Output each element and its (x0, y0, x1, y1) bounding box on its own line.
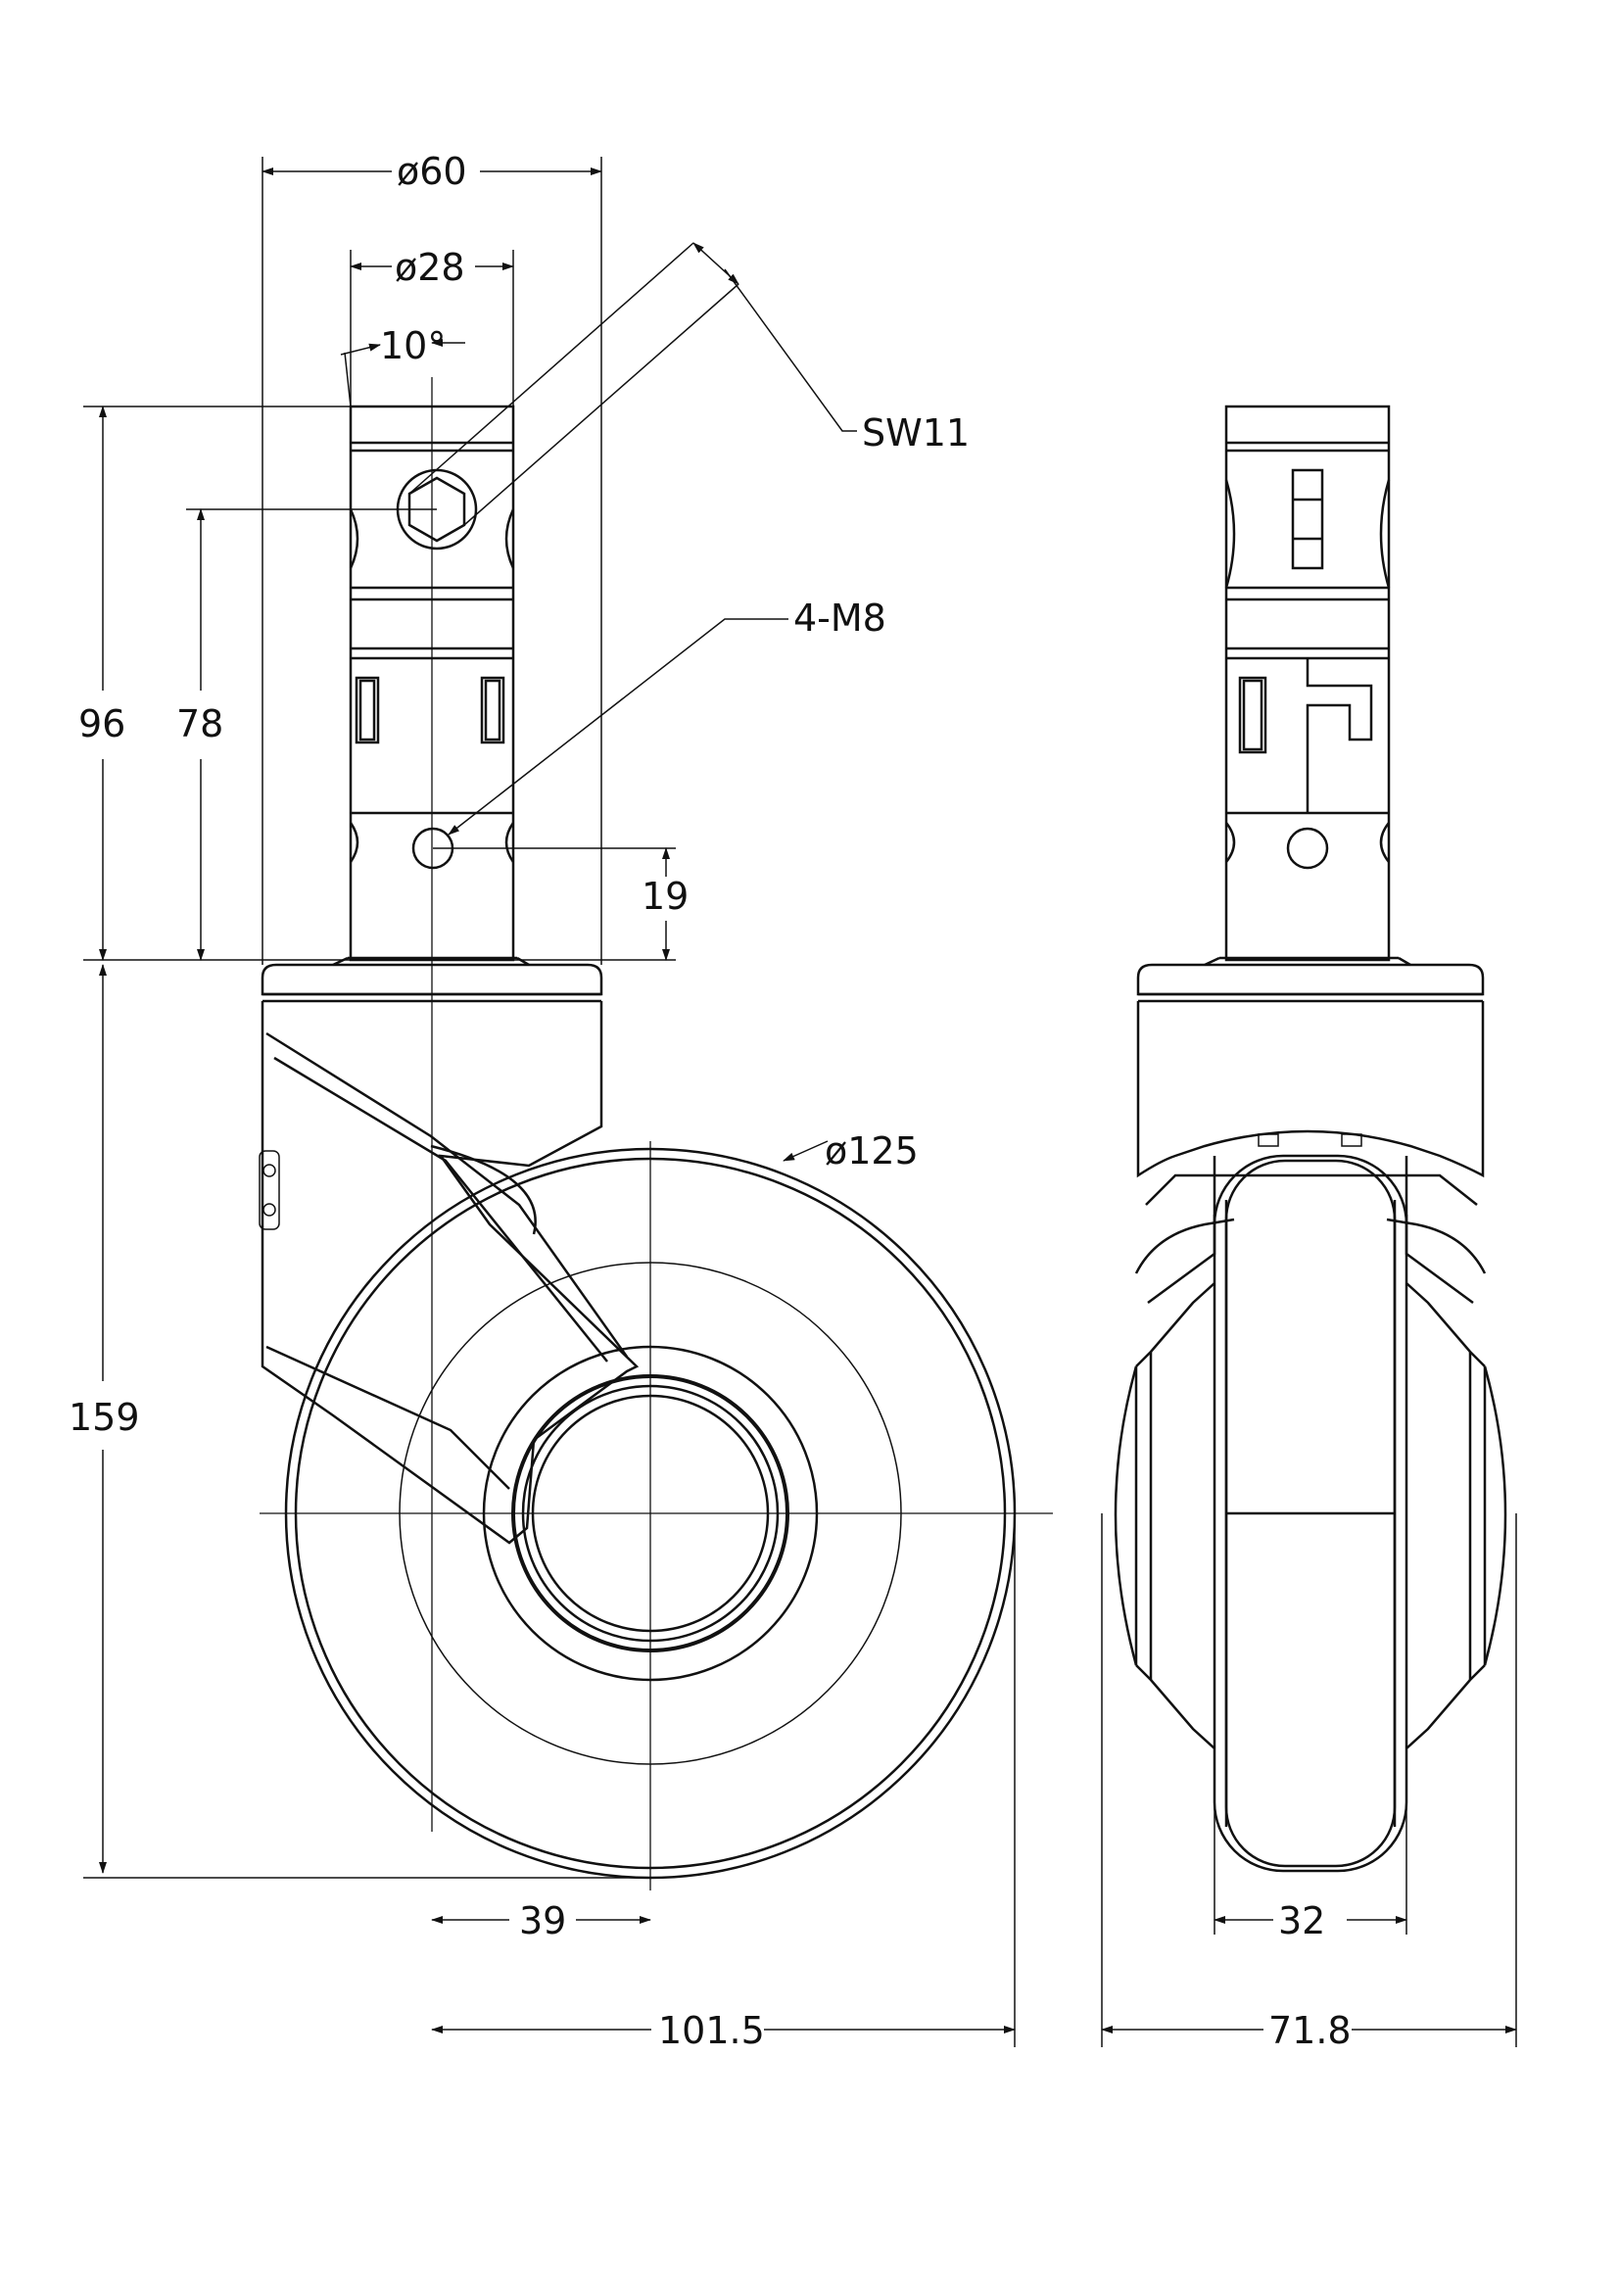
dim-total-height: 159 (69, 1396, 140, 1439)
dim-wheel-width-32: 32 (1278, 1899, 1325, 1942)
dim-stem-diameter: ø28 (395, 246, 465, 289)
front-centerlines (260, 377, 1053, 1890)
dimensions: ø60 ø28 10° SW11 4-M8 96 78 (69, 150, 1517, 2052)
front-view (259, 377, 1053, 1890)
dim-height-78: 78 (176, 702, 223, 745)
dim-height-19: 19 (642, 875, 689, 918)
dim-side-width-71-8: 71.8 (1268, 2009, 1352, 2052)
side-wheel (1114, 1154, 1507, 1873)
dim-top-diameter: ø60 (397, 150, 467, 193)
side-flange (1136, 956, 1485, 1003)
dim-hex-size: SW11 (862, 411, 970, 454)
dim-wheel-diameter: ø125 (825, 1129, 919, 1172)
dim-thread: 4-M8 (793, 597, 886, 640)
dim-width-101-5: 101.5 (658, 2009, 765, 2052)
side-fork (1134, 1001, 1487, 1305)
side-view (1114, 405, 1507, 1873)
dim-angle: 10° (380, 324, 446, 367)
dim-offset-39: 39 (519, 1899, 566, 1942)
dim-height-96: 96 (78, 702, 125, 745)
side-stem (1224, 405, 1391, 962)
